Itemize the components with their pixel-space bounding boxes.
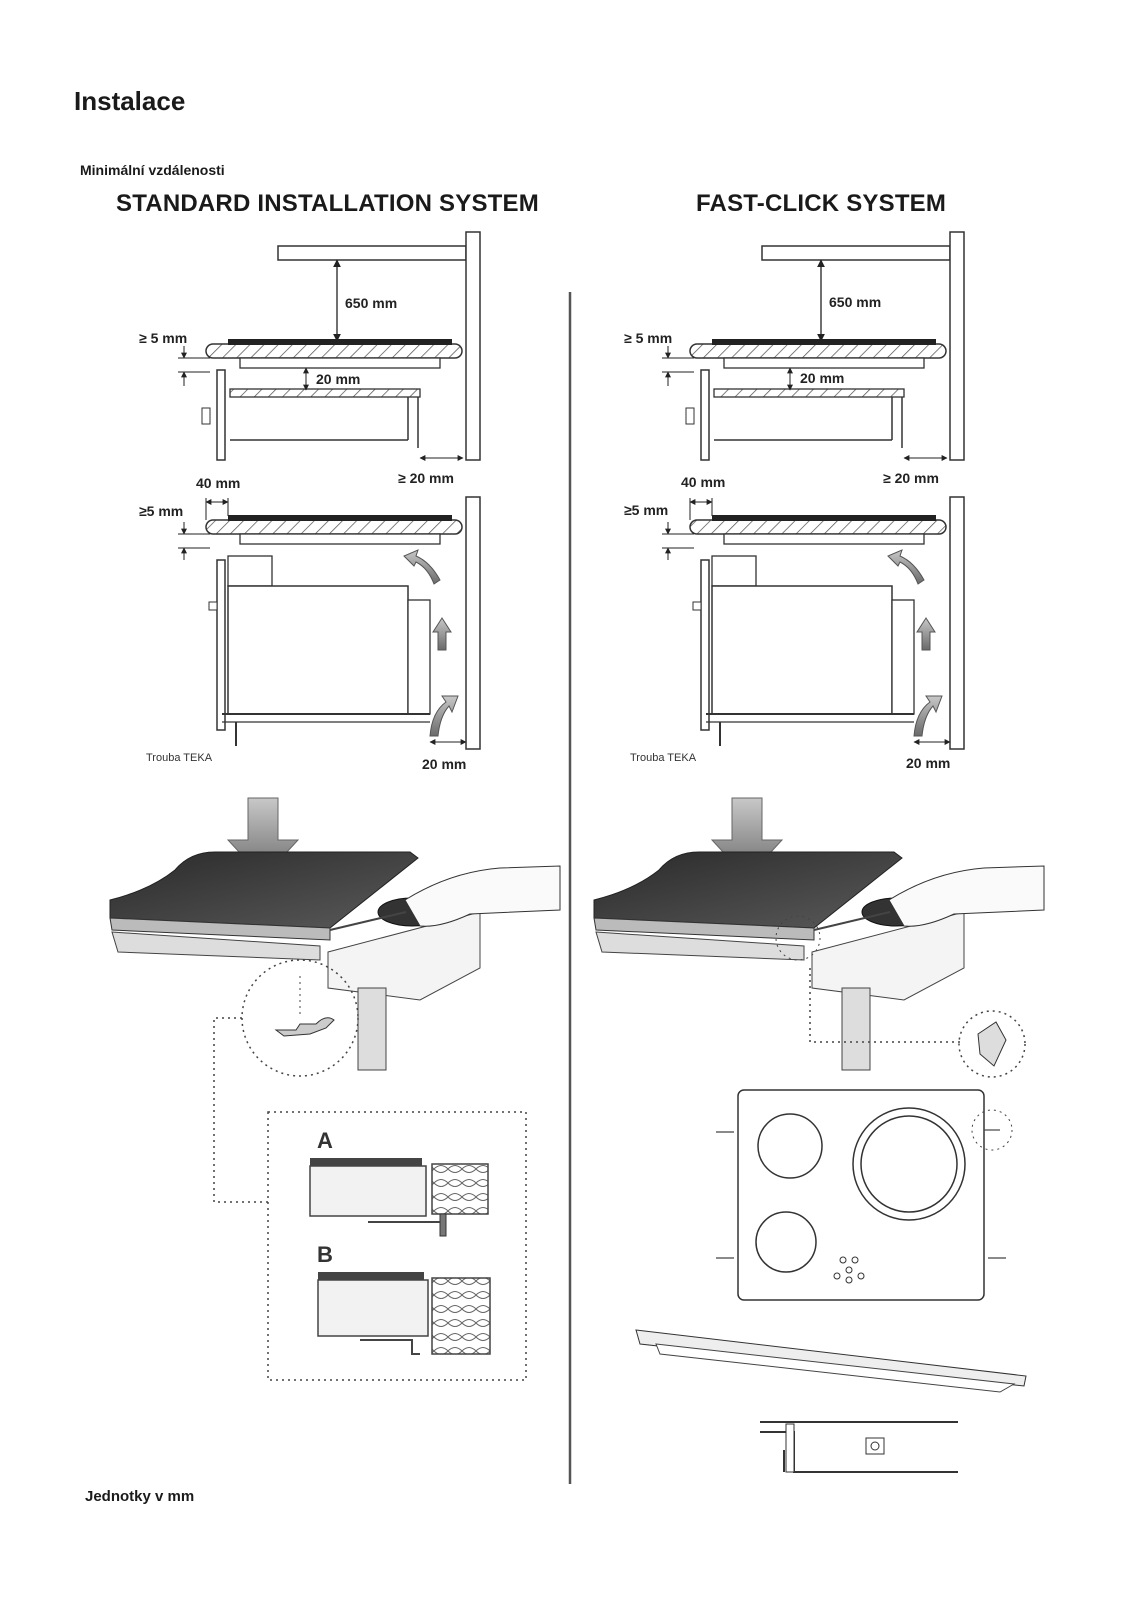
standard-system-title: STANDARD INSTALLATION SYSTEM: [116, 190, 539, 217]
oven-label-std: Trouba TEKA: [146, 752, 213, 764]
dim-40-std: 40 mm: [196, 475, 240, 491]
dim-40-fast: 40 mm: [681, 474, 725, 490]
page-title: Instalace: [74, 86, 186, 116]
dim-20-std-under: 20 mm: [316, 371, 360, 387]
clip-label-a: A: [317, 1128, 333, 1153]
dim-650-std: 650 mm: [345, 295, 397, 311]
fast-click-system-title: FAST-CLICK SYSTEM: [696, 190, 947, 217]
dim-5-std-top: ≥ 5 mm: [139, 330, 187, 346]
dim-rear-fast: 20 mm: [906, 755, 950, 771]
fastclick-hob-insertion: [593, 797, 1045, 1473]
dim-wall-fast: ≥ 20 mm: [883, 470, 939, 486]
fastclick-oven-clearance: 40 mm ≥5 mm 20 mm Trouba TEKA: [624, 474, 965, 771]
standard-oven-clearance: 40 mm ≥5 mm 20 mm Trouba TEKA: [139, 475, 481, 772]
units-note: Jednotky v mm: [85, 1488, 195, 1505]
dim-5-fast-lower: ≥5 mm: [624, 502, 668, 518]
dim-wall-std: ≥ 20 mm: [398, 470, 454, 486]
oven-label-fast: Trouba TEKA: [630, 752, 697, 764]
dim-5-std-lower: ≥5 mm: [139, 503, 183, 519]
fastclick-hood-clearance: 650 mm ≥ 5 mm 20 mm ≥ 20 mm: [624, 231, 965, 486]
section-subtitle: Minimální vzdálenosti: [80, 162, 225, 178]
dim-rear-std: 20 mm: [422, 756, 466, 772]
standard-hob-insertion: A B: [109, 797, 561, 1381]
dim-650-fast: 650 mm: [829, 294, 881, 310]
standard-hood-clearance: 650 mm ≥ 5 mm 20 mm ≥ 20 mm: [139, 231, 481, 486]
dim-20-fast-under: 20 mm: [800, 370, 844, 386]
clip-label-b: B: [317, 1242, 333, 1267]
dim-5-fast-top: ≥ 5 mm: [624, 330, 672, 346]
